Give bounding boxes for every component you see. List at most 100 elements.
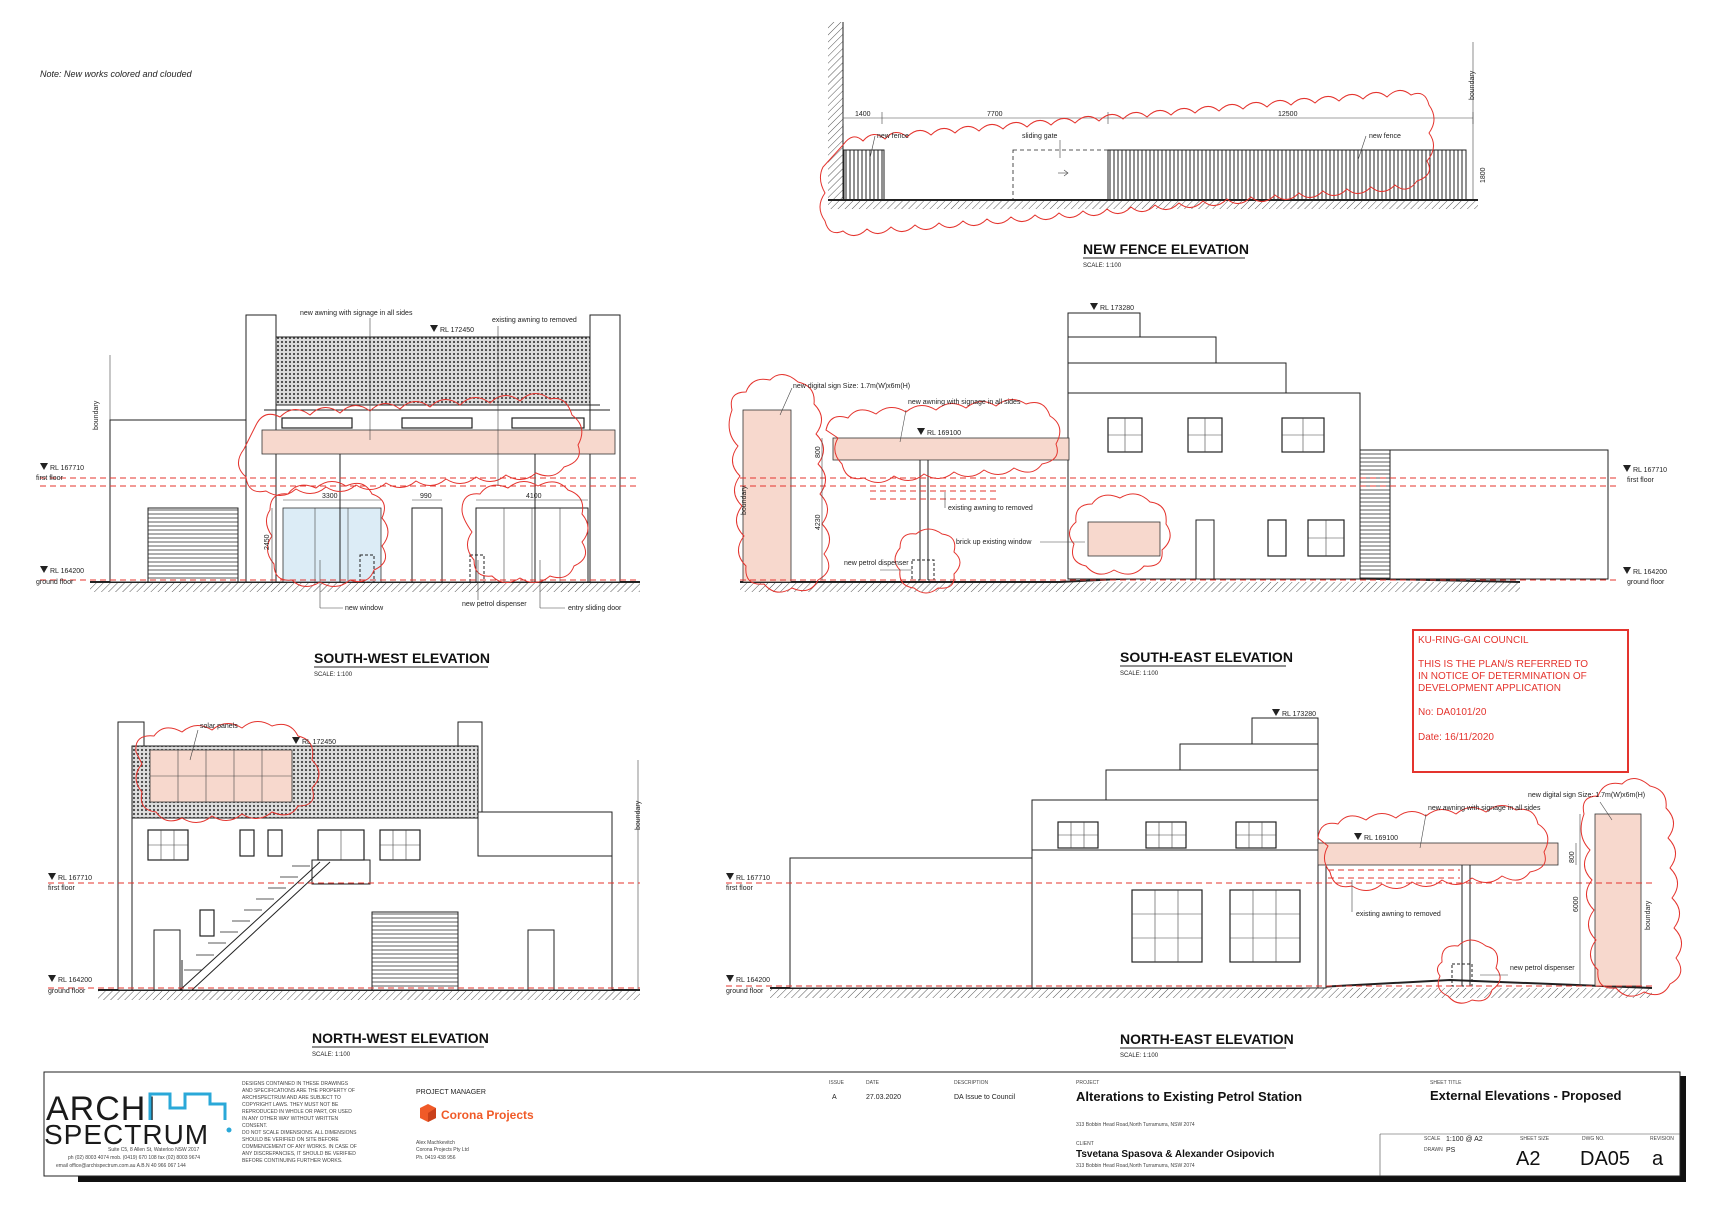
stamp-line2: THIS IS THE PLAN/S REFERRED TO [1418,659,1588,670]
disclaimer-line: DO NOT SCALE DIMENSIONS. ALL DIMENSIONS [242,1130,357,1136]
sw-new-awning [261,429,616,455]
sw-label-awning-removed: existing awning to removed [492,317,577,324]
se-dim-2: 4230 [815,514,822,530]
fence-ground [828,200,1478,209]
sw-ground [90,582,640,592]
note-text: Note: New works colored and clouded [40,69,193,79]
sw-scale: SCALE: 1:100 [314,672,353,678]
se-boundary-label: boundary [741,485,748,515]
se-brick-cloud [1069,493,1171,575]
tb-scale-label: SCALE [1424,1136,1441,1142]
sw-ground-floor: ground floor [36,579,74,586]
se-rl-first: RL 167710 [1633,467,1667,474]
disclaimer-line: ARCHISPECTRUM AND ARE SUBJECT TO [242,1095,341,1101]
stamp-line4: DEVELOPMENT APPLICATION [1418,683,1561,694]
ne-sign-cloud [1580,778,1682,997]
fence-right-panel [1107,149,1467,201]
sw-rl-ground: RL 164200 [50,568,84,575]
se-first-floor: first floor [1627,477,1655,484]
logo-top: ARCHI [46,1090,157,1128]
ne-new-awning [1317,842,1559,866]
se-dispenser-cloud [894,528,961,594]
disclaimer-line: BEFORE CONTINUING FURTHER WORKS. [242,1158,342,1164]
sw-boundary-label: boundary [93,400,100,430]
ne-rl-ground: RL 164200 [736,977,770,984]
tb-disclaimer: DESIGNS CONTAINED IN THESE DRAWINGS AND … [242,1081,357,1164]
stamp-date: Date: 16/11/2020 [1418,732,1494,743]
ne-low-wing [789,857,1033,989]
tb-issue: A [832,1094,837,1101]
disclaimer-line: IN ANY OTHER WAY WITHOUT WRITTEN [242,1116,339,1122]
ne-awning-cloud [1317,805,1549,891]
nw-solar-cloud [135,721,320,823]
sw-dim-2: 990 [420,493,432,500]
nw-title: NORTH-WEST ELEVATION [312,1030,489,1046]
fence-boundary-label: boundary [1469,70,1476,100]
ne-ground [770,988,1652,998]
sw-dim-3: 4100 [526,493,542,500]
nw-solar-panels [149,749,293,803]
sw-door-cloud [461,481,589,583]
tb-pm-phone: Ph. 0419 438 956 [416,1155,456,1161]
sw-rl-first: RL 167710 [50,465,84,472]
se-ground [740,582,1520,592]
corona-logo-icon [420,1104,436,1122]
se-digital-sign [742,409,792,583]
south-east-elevation: RL 173280 RL 169100 RL 167710 first floo… [728,303,1667,677]
tb-sheet-title-label: SHEET TITLE [1430,1080,1462,1086]
fence-dim-3: 12500 [1278,111,1298,118]
tb-project-label: PROJECT [1076,1080,1099,1086]
nw-roller-door [371,911,459,991]
se-label-dispenser: new petrol dispenser [844,560,909,567]
fence-label-new-fence-left: new fence [877,133,909,140]
ne-dim-2: 6000 [1573,896,1580,912]
ne-digital-sign [1594,813,1642,987]
nw-rl-ground: RL 164200 [58,977,92,984]
nw-ground [98,990,640,1000]
tb-address: Suite C5, 8 Allen St, Waterloo NSW 2017 [108,1147,199,1153]
disclaimer-line: CONSENT. [242,1123,267,1129]
se-scale: SCALE: 1:100 [1120,671,1159,677]
tb-date: 27.03.2020 [866,1094,901,1101]
ne-rl-awning: RL 169100 [1364,835,1398,842]
ne-rl-top: RL 173280 [1282,711,1316,718]
tb-dwg-label: DWG NO. [1582,1136,1605,1142]
tb-drawn-label: DRAWN [1424,1147,1443,1153]
ne-label-awning: new awning with signage in all sides [1428,805,1541,812]
title-block: ARCHI SPECTRUM Suite C5, 8 Allen St, Wat… [43,1071,1686,1182]
fence-title: NEW FENCE ELEVATION [1083,241,1249,257]
tb-rev-label: REVISION [1650,1136,1674,1142]
ne-ground-floor: ground floor [726,988,764,995]
se-label-brick-up: brick up existing window [956,539,1032,546]
nw-rl-first: RL 167710 [58,875,92,882]
nw-label-solar: solar panels [200,723,238,730]
sw-label-dispenser: new petrol dispenser [462,601,527,608]
sw-label-sliding-door: entry sliding door [568,605,622,612]
stamp-no: No: DA0101/20 [1418,707,1487,718]
fence-height-dim: 1800 [1480,167,1487,183]
ne-label-awning-removed: existing awning to removed [1356,911,1441,918]
archispectrum-logo: ARCHI SPECTRUM [44,1090,232,1150]
tb-rev: a [1652,1148,1664,1170]
tb-date-label: DATE [866,1080,880,1086]
tb-client-label: CLIENT [1076,1141,1094,1147]
se-sign-cloud [728,374,830,593]
nw-ground-floor: ground floor [48,988,86,995]
se-dim-1: 800 [815,446,822,458]
nw-rl-top: RL 172450 [302,739,336,746]
sw-dim-1: 3300 [322,493,338,500]
ne-label-digital-sign: new digital sign Size: 1.7m(W)x6m(H) [1528,792,1645,799]
sw-window-cloud [266,481,389,587]
fence-cloud [819,90,1435,236]
se-title: SOUTH-EAST ELEVATION [1120,649,1293,665]
ne-scale: SCALE: 1:100 [1120,1053,1159,1059]
tb-desc-label: DESCRIPTION [954,1080,989,1086]
ne-boundary-label: boundary [1645,900,1652,930]
ne-dim-1: 800 [1569,851,1576,863]
fence-dim-2: 7700 [987,111,1003,118]
disclaimer-line: AND SPECIFICATIONS ARE THE PROPERTY OF [242,1088,355,1094]
south-west-elevation: boundary [36,310,640,678]
disclaimer-line: DESIGNS CONTAINED IN THESE DRAWINGS [242,1081,349,1087]
fence-dim-1: 1400 [855,111,871,118]
